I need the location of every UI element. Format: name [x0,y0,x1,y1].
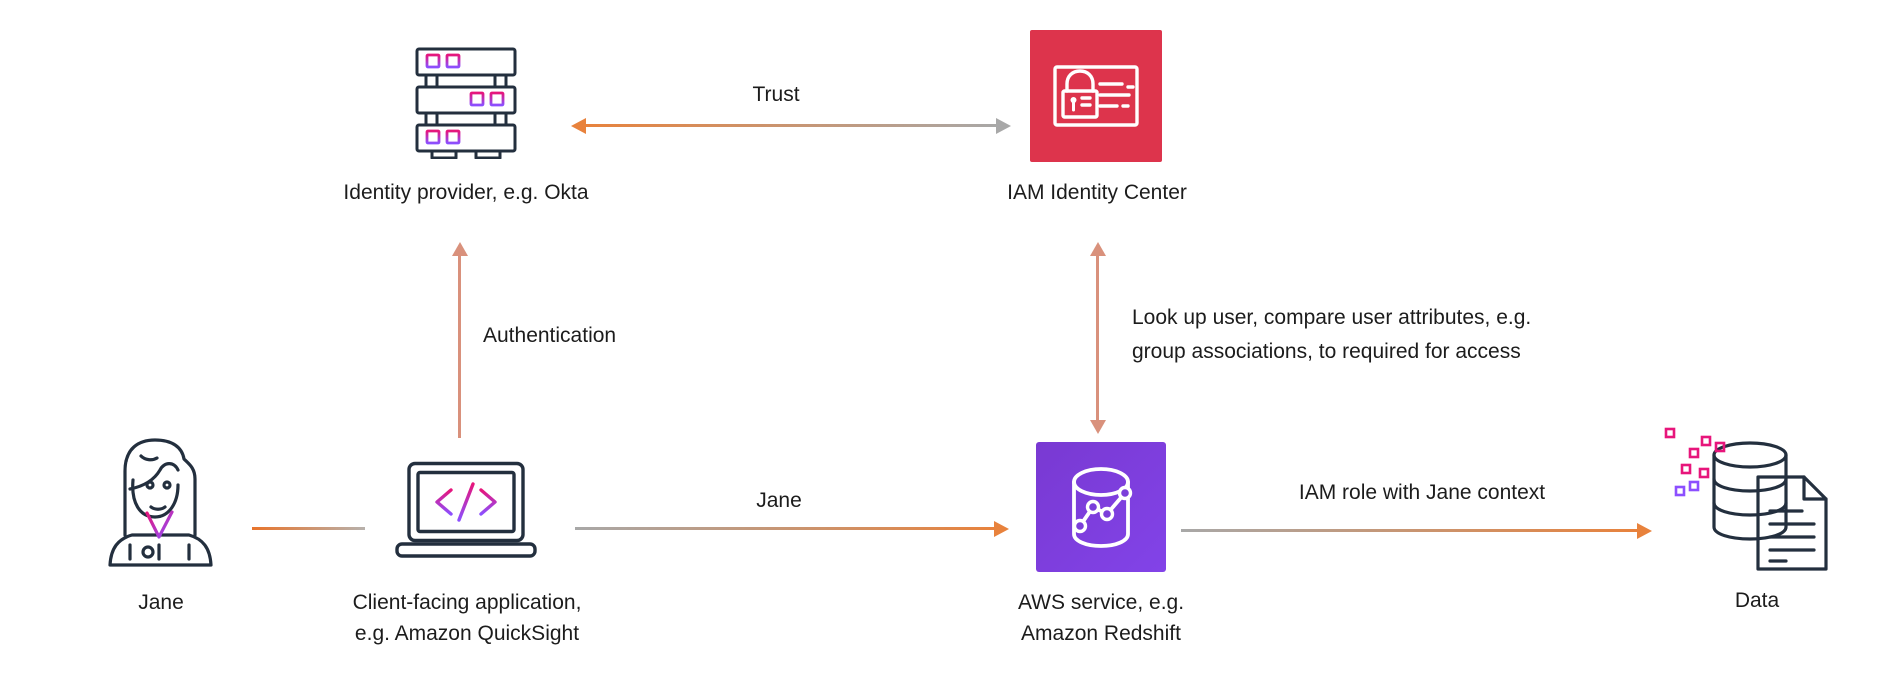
iam-role-arrow-head [1637,523,1652,539]
lookup-edge-label-line2: group associations, to required for acce… [1132,340,1521,363]
aws-service-label: AWS service, e.g. Amazon Redshift [1018,587,1184,649]
lookup-edge-label-line1: Look up user, compare user attributes, e… [1132,306,1532,329]
client-app-label: Client-facing application, e.g. Amazon Qu… [353,587,582,649]
redshift-database-icon [1036,442,1166,572]
identity-provider-label: Identity provider, e.g. Okta [343,181,589,204]
trust-edge-label: Trust [752,83,800,106]
trust-arrow-left-head [571,118,586,134]
client-app-label-line1: Client-facing application, [352,591,582,614]
aws-service-label-line1: AWS service, e.g. [1017,591,1185,614]
iam-role-arrow-line [1181,529,1639,532]
lookup-arrow-bottom-head [1090,420,1106,434]
client-app-label-line2: e.g. Amazon QuickSight [354,622,580,645]
jane-request-arrow-line [575,527,996,530]
authentication-arrow-line [458,254,461,438]
authentication-arrow-head [452,242,468,256]
lookup-edge-label: Look up user, compare user attributes, e… [1132,301,1531,369]
laptop-code-icon [395,461,537,558]
iam-identity-center-label: IAM Identity Center [1007,181,1187,204]
lookup-arrow-top-head [1090,242,1106,256]
lookup-arrow-line [1096,254,1099,422]
person-icon [108,438,213,567]
identity-provider-server-icon [415,47,517,159]
iam-role-edge-label: IAM role with Jane context [1298,481,1546,504]
iam-identity-center-icon [1030,30,1162,162]
trust-arrow-line [584,124,998,127]
jane-request-arrow-head [994,521,1009,537]
jane-label: Jane [138,591,184,614]
trust-arrow-right-head [996,118,1011,134]
data-label: Data [1734,589,1780,612]
aws-service-label-line2: Amazon Redshift [1021,622,1181,645]
data-store-icon [1664,427,1828,571]
authentication-edge-label: Authentication [483,324,617,347]
jane-request-edge-label: Jane [756,489,802,512]
jane-to-app-line [252,527,365,530]
